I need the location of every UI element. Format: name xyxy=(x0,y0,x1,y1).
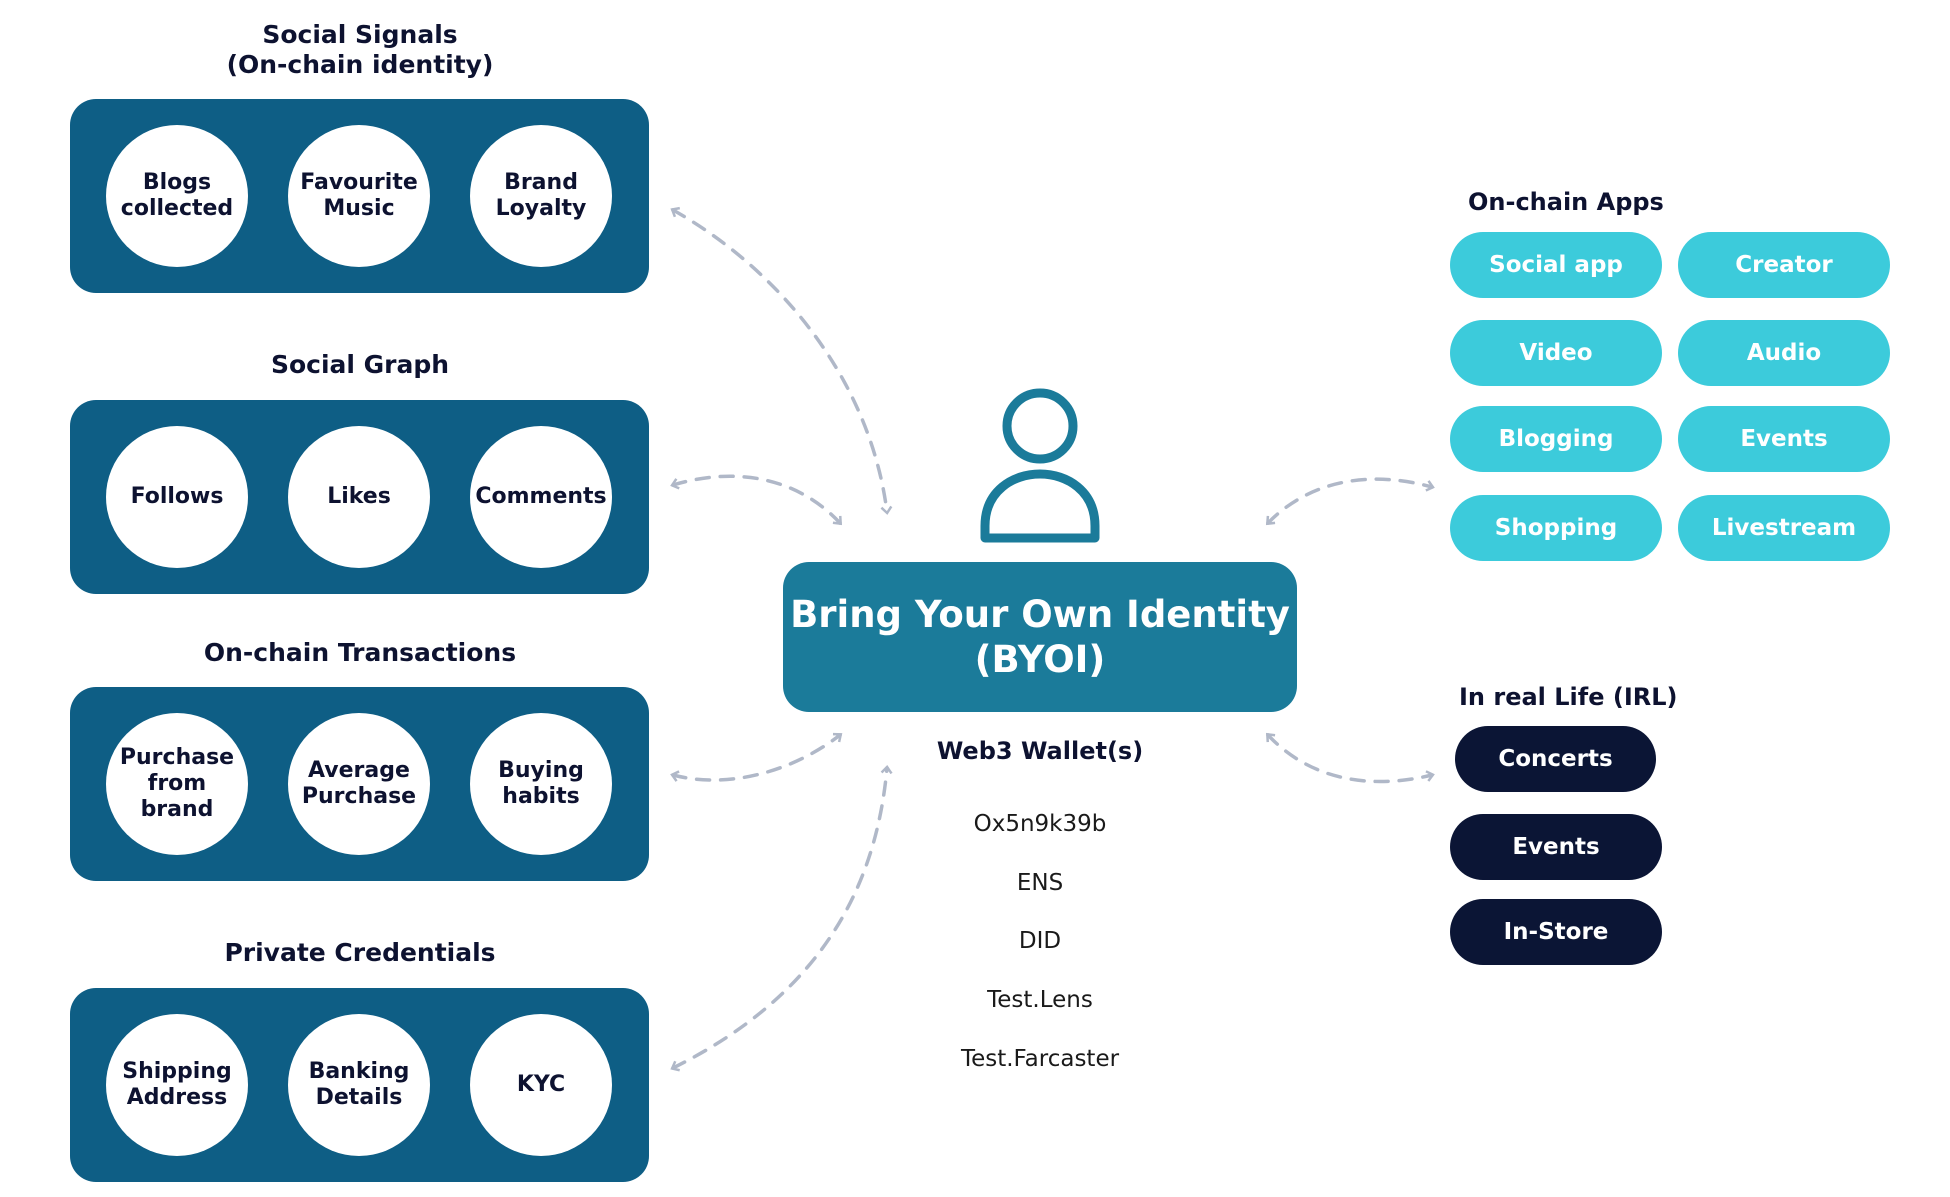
wallet-item: Test.Lens xyxy=(987,987,1093,1013)
circle-follows: Follows xyxy=(106,426,248,568)
irl-title: In real Life (IRL) xyxy=(1459,683,1678,711)
panel-social-graph: Follows Likes Comments xyxy=(70,400,649,594)
wallet-item: Ox5n9k39b xyxy=(973,811,1107,837)
app-pill-events: Events xyxy=(1678,406,1890,472)
app-pill-video: Video xyxy=(1450,320,1662,386)
group-title-social-signals: Social Signals (On-chain identity) xyxy=(226,20,494,79)
app-pill-livestream: Livestream xyxy=(1678,495,1890,561)
wallet-title: Web3 Wallet(s) xyxy=(936,737,1144,765)
user-icon xyxy=(980,388,1100,543)
arrow-credentials xyxy=(670,765,893,1072)
irl-pill-concerts: Concerts xyxy=(1455,726,1656,792)
group-title-social-graph: Social Graph xyxy=(270,350,450,379)
wallet-item: ENS xyxy=(1016,870,1064,896)
arrow-onchain-apps xyxy=(1265,477,1435,526)
group-title-onchain-transactions: On-chain Transactions xyxy=(203,638,517,667)
irl-pill-in-store: In-Store xyxy=(1450,899,1662,965)
app-pill-blogging: Blogging xyxy=(1450,406,1662,472)
circle-kyc: KYC xyxy=(470,1014,612,1156)
circle-comments: Comments xyxy=(470,426,612,568)
app-pill-social-app: Social app xyxy=(1450,232,1662,298)
arrow-social-signals xyxy=(670,206,893,515)
app-pill-shopping: Shopping xyxy=(1450,495,1662,561)
irl-pill-events: Events xyxy=(1450,814,1662,880)
onchain-apps-title: On-chain Apps xyxy=(1468,188,1664,216)
app-pill-audio: Audio xyxy=(1678,320,1890,386)
circle-likes: Likes xyxy=(288,426,430,568)
byoi-box: Bring Your Own Identity (BYOI) xyxy=(783,562,1297,712)
wallet-item: Test.Farcaster xyxy=(960,1046,1120,1072)
arrow-social-graph xyxy=(670,474,843,526)
arrow-irl xyxy=(1265,732,1435,784)
arrow-transactions xyxy=(670,732,843,782)
app-pill-creator: Creator xyxy=(1678,232,1890,298)
group-title-private-credentials: Private Credentials xyxy=(224,938,496,967)
wallet-item: DID xyxy=(1018,928,1062,954)
